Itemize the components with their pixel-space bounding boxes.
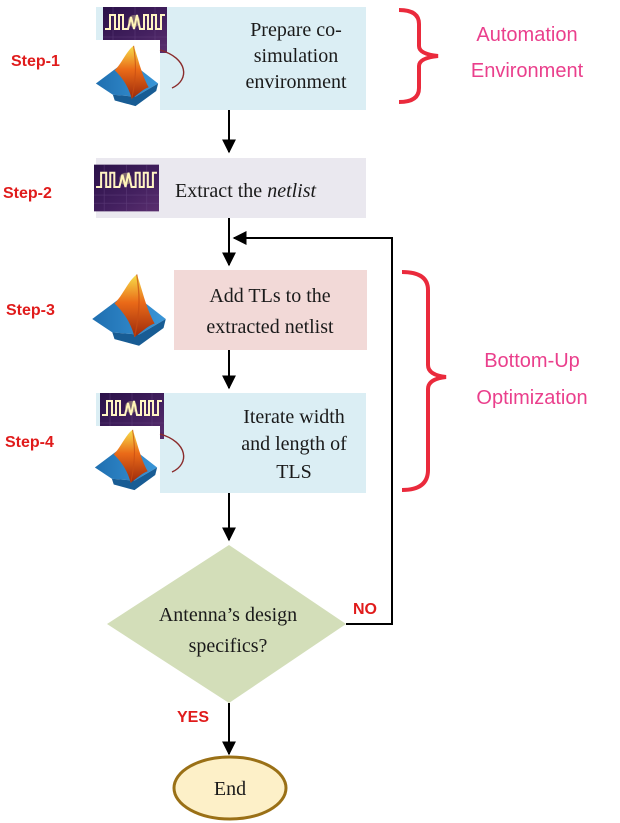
brace-label-line-1: Automation [476, 24, 577, 46]
step-2-text-prefix: Extract the [175, 180, 267, 202]
decision-diamond [107, 545, 346, 703]
step-3-text-line-2: extracted netlist [206, 316, 334, 338]
brace-label-line-2: Environment [471, 60, 584, 82]
step-4-text-line-3: TLS [276, 461, 312, 483]
decision-text-line-1: Antenna’s design [159, 604, 297, 626]
step-4: Step-4 Iterate width and length of TLS [5, 393, 366, 493]
step-3-box [174, 270, 367, 350]
step-3-label: Step-3 [6, 302, 55, 319]
yes-branch-label: YES [177, 709, 209, 726]
waveform-icon [94, 163, 159, 213]
step-1-text-line-1: Prepare co- [250, 19, 342, 41]
step-2-text: Extract the netlist [175, 180, 317, 202]
step-1-label: Step-1 [11, 53, 60, 70]
step-1-text-line-2: simulation [254, 45, 338, 67]
step-2-text-italic: netlist [267, 180, 316, 202]
step-3-text-line-1: Add TLs to the [209, 285, 330, 307]
step-2: Step-2 Extract the netlist [3, 158, 366, 218]
brace-label-line-1: Bottom-Up [484, 350, 580, 372]
step-4-text-line-1: Iterate width [243, 406, 345, 428]
no-branch-label: NO [353, 601, 377, 618]
brace-shape [401, 270, 447, 492]
step-4-text-line-2: and length of [241, 433, 347, 455]
end-ellipse [172, 755, 288, 821]
step-4-label: Step-4 [5, 434, 54, 451]
step-3: Step-3 Add TLs to the extracted netlist [6, 270, 367, 350]
decision: Antenna’s design specifics? [107, 545, 346, 703]
loop-connector-icon [159, 49, 185, 89]
end-label: End [214, 778, 246, 800]
matlab-icon [91, 273, 167, 347]
step-1: Step-1 Prepare co- simulation environmen… [11, 7, 366, 110]
step-2-label: Step-2 [3, 185, 52, 202]
brace-shape [398, 8, 439, 104]
no-feedback-arrow [232, 231, 393, 625]
brace-label-line-2: Optimization [476, 387, 587, 409]
step-1-text-line-3: environment [245, 71, 347, 93]
decision-text-line-2: specifics? [189, 635, 268, 657]
end-terminal: End [172, 755, 288, 821]
optimization-brace: Bottom-Up Optimization [401, 270, 588, 492]
automation-brace: Automation Environment [398, 8, 584, 104]
loop-connector-icon [159, 433, 185, 473]
